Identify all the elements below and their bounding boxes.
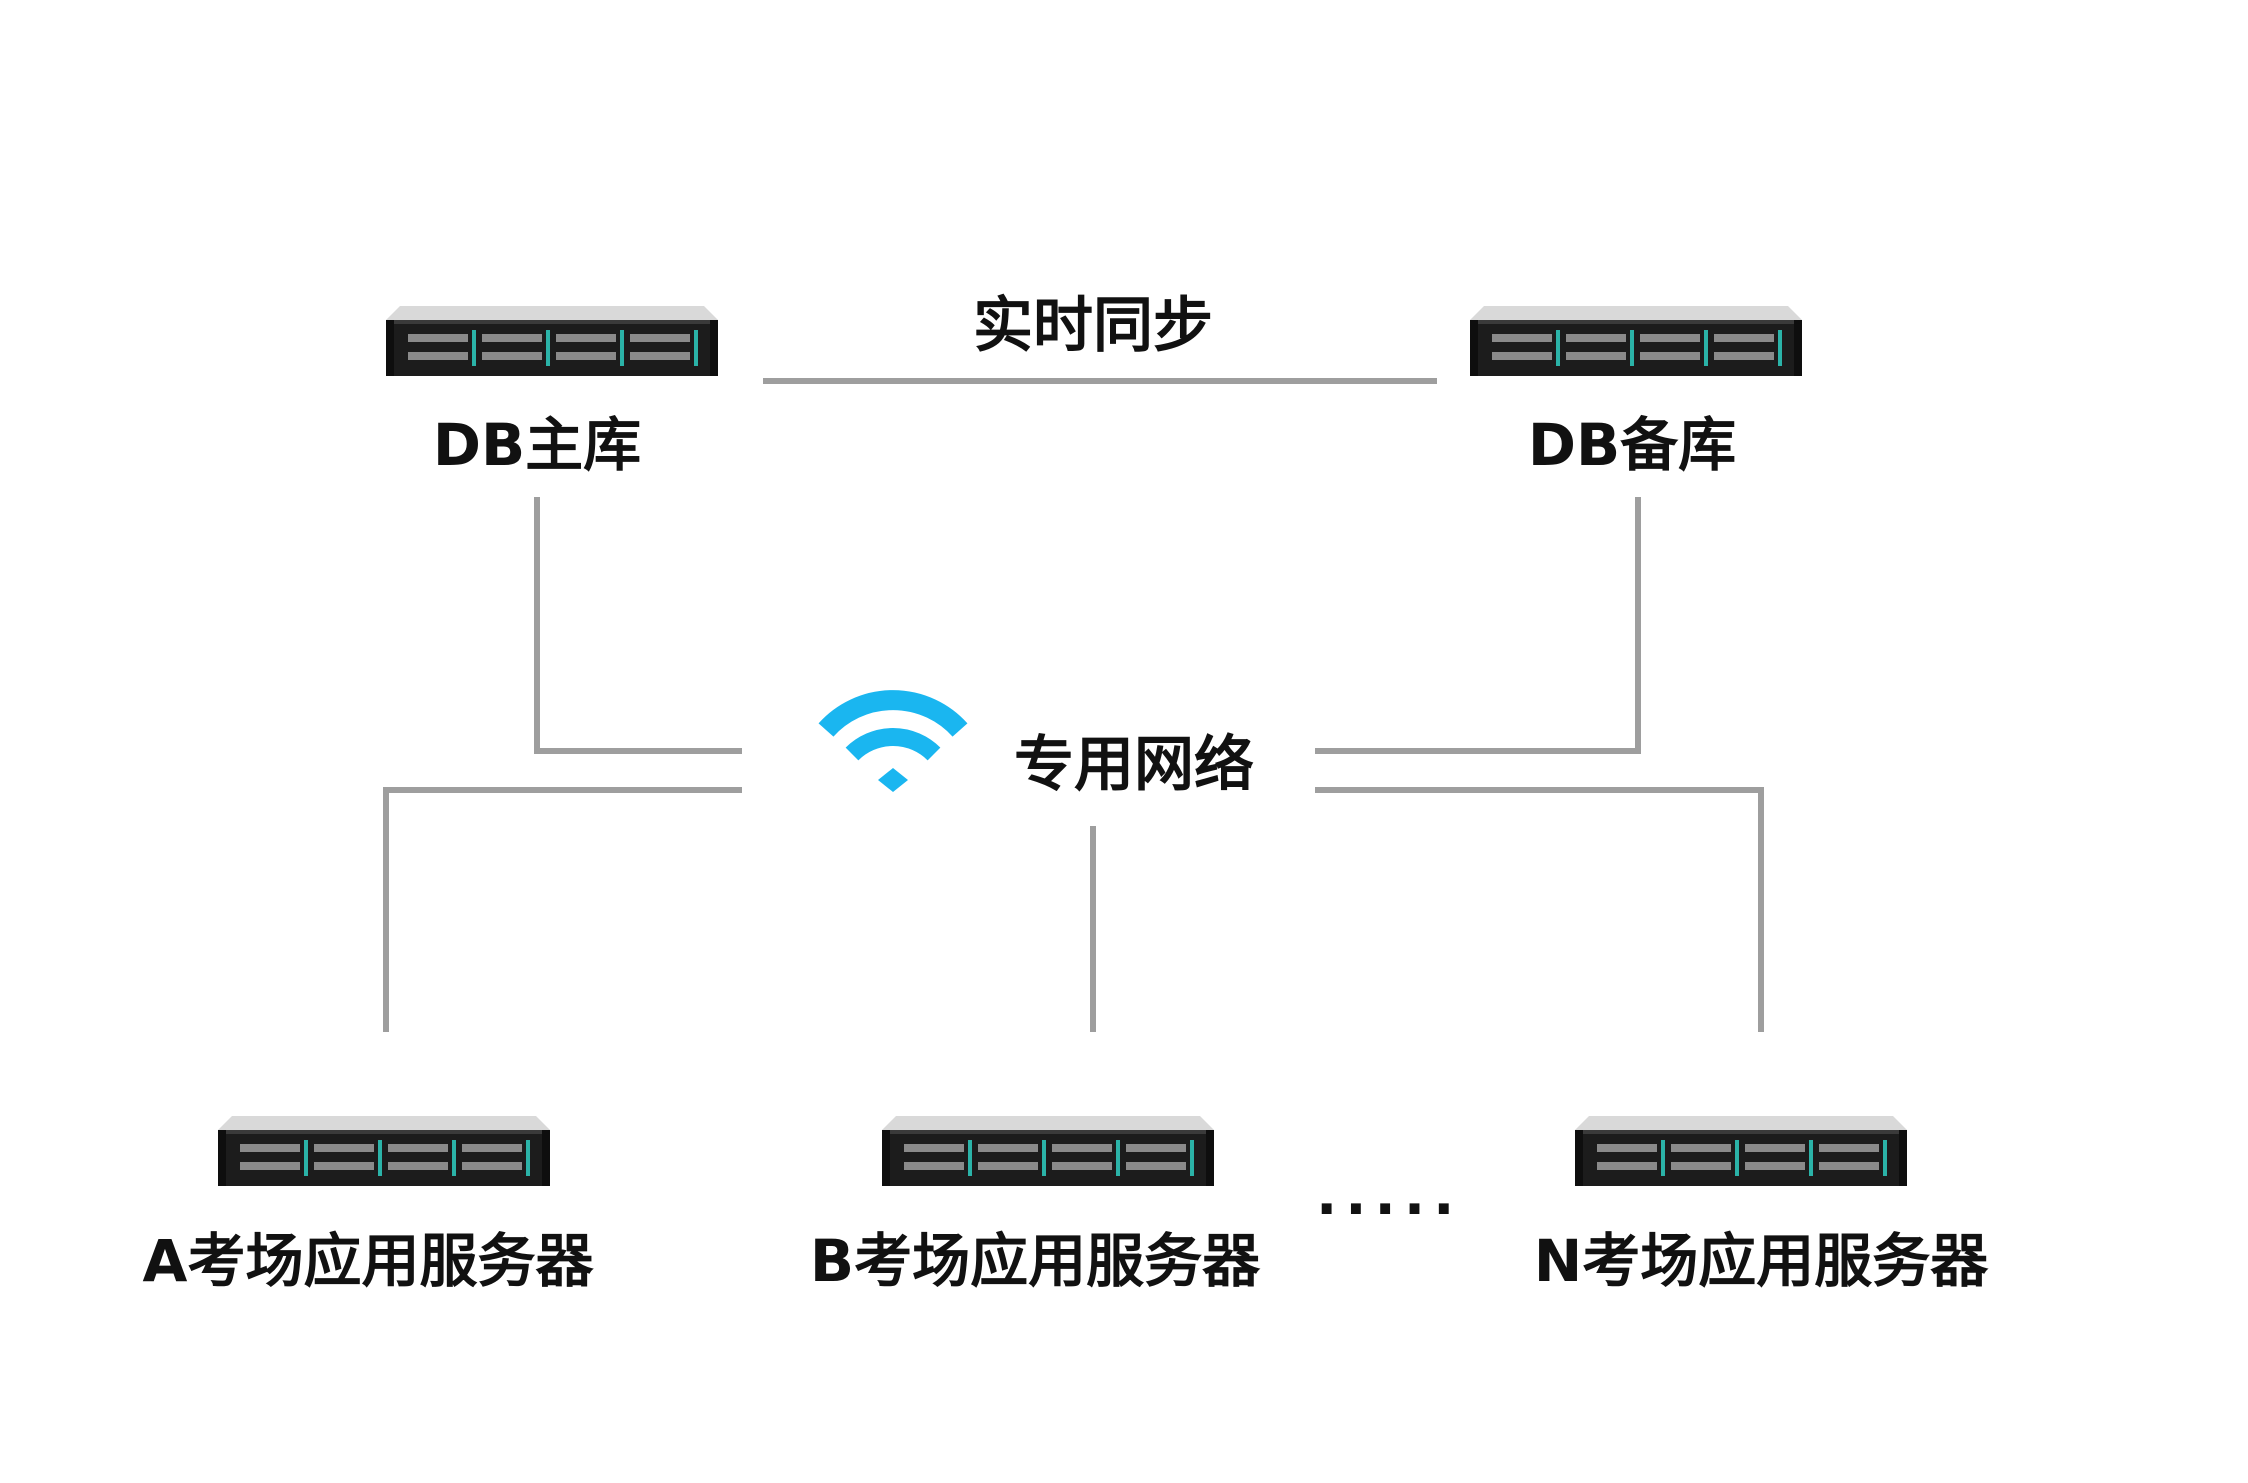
server-icon [218, 1116, 550, 1186]
db-primary-label: DB主库 [432, 411, 642, 479]
wifi-icon [818, 690, 968, 792]
network-label: 专用网络 [1014, 730, 1254, 800]
db-backup-label: DB备库 [1527, 411, 1737, 479]
db-primary-link [534, 497, 742, 754]
server-icon [1470, 306, 1802, 376]
server-b-label: B考场应用服务器 [809, 1227, 1261, 1295]
sync-label: 实时同步 [973, 291, 1213, 361]
server-icon [882, 1116, 1214, 1186]
server-icon [386, 306, 718, 376]
server-icon [1575, 1116, 1907, 1186]
server-n-link [1315, 787, 1764, 1032]
server-a-link [383, 787, 742, 1032]
server-n-label: N考场应用服务器 [1533, 1227, 1989, 1295]
more-servers-ellipsis: ..... [1316, 1163, 1463, 1228]
db-backup-link [1315, 497, 1641, 754]
server-a-label: A考场应用服务器 [142, 1227, 594, 1295]
